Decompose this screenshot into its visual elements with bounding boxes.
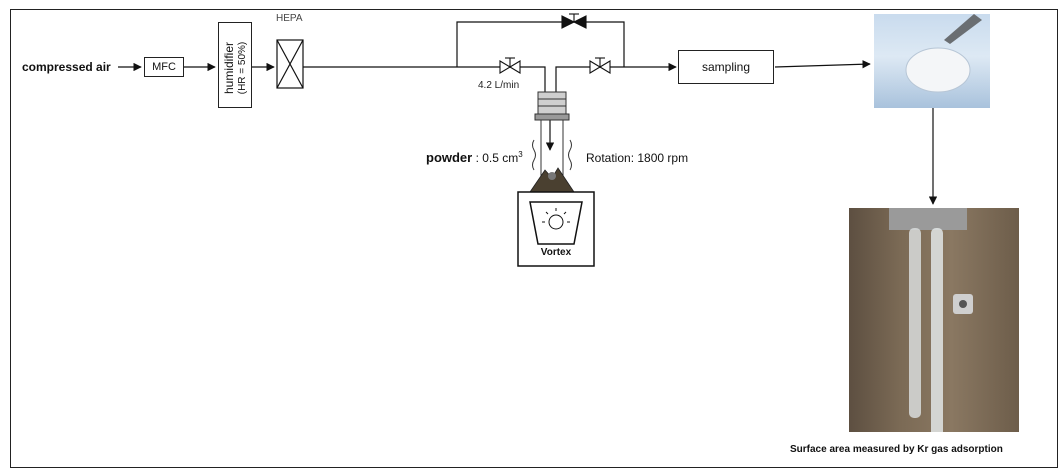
- sampling-box: sampling: [678, 50, 774, 84]
- vortex-label: Vortex: [527, 247, 585, 258]
- vessel-cap: [538, 92, 566, 114]
- hepa-label: HEPA: [276, 13, 303, 24]
- humidifier-text: humidifier (HR = 50%): [223, 25, 249, 111]
- humidifier-label: humidifier: [223, 25, 236, 111]
- powder-prefix: powder: [426, 150, 472, 165]
- flow-rate-label: 4.2 L/min: [478, 80, 519, 91]
- powder-exponent: 3: [518, 150, 522, 159]
- mfc-box: MFC: [144, 57, 184, 77]
- powder-label: powder : 0.5 cm3: [426, 150, 523, 165]
- humidifier-box: humidifier (HR = 50%): [218, 22, 252, 108]
- kr-adsorption-caption: Surface area measured by Kr gas adsorpti…: [790, 444, 1003, 455]
- arrow-to-filter: [775, 64, 870, 67]
- powder-particle: [548, 172, 556, 180]
- rotation-label: Rotation: 1800 rpm: [586, 151, 688, 165]
- vibration-left-icon: [533, 140, 536, 170]
- cap-collar: [535, 114, 569, 120]
- bypass-loop: [457, 22, 624, 67]
- vibration-right-icon: [569, 140, 572, 170]
- powder-value: : 0.5 cm: [472, 151, 518, 165]
- humidifier-humidity: (HR = 50%): [236, 25, 249, 111]
- compressed-air-label: compressed air: [22, 60, 111, 74]
